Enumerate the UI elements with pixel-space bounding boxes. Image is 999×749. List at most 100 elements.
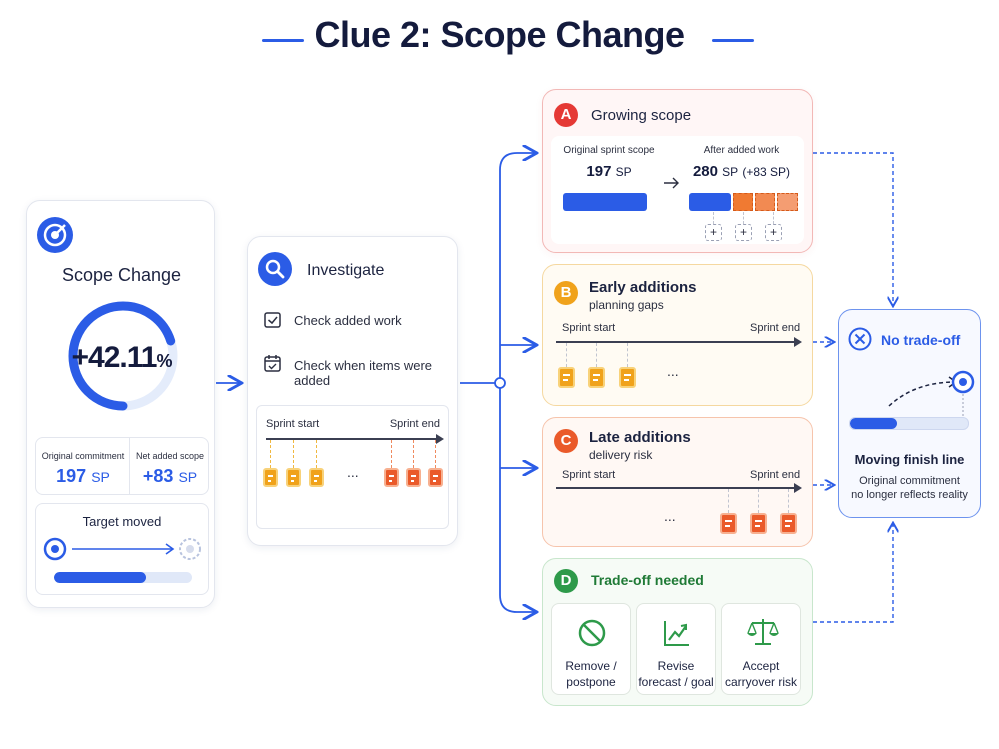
option-label: Remove / postpone bbox=[552, 658, 630, 690]
original-commitment-number: 197 bbox=[56, 466, 87, 486]
connector-dash bbox=[773, 212, 774, 224]
work-item-icon bbox=[309, 468, 324, 487]
work-item-icon bbox=[619, 367, 636, 388]
original-sprint-scope-label: Original sprint scope bbox=[563, 145, 655, 156]
plus-icon: + bbox=[765, 224, 782, 241]
item-marker-line bbox=[566, 343, 567, 367]
connector-dash bbox=[743, 212, 744, 224]
unit-sp: SP bbox=[178, 469, 198, 485]
check-added-work: Check added work bbox=[294, 313, 402, 328]
letter-a-badge: A bbox=[554, 103, 578, 127]
original-commitment-value: 197 SP bbox=[38, 466, 128, 487]
investigate-timeline-box: Sprint start Sprint end ... bbox=[256, 405, 449, 529]
letter-c-badge: C bbox=[554, 429, 578, 453]
target-moved-arrow bbox=[43, 537, 201, 561]
early-additions-subheading: planning gaps bbox=[589, 298, 664, 312]
original-scope-number: 197 bbox=[586, 163, 612, 180]
work-item-icon bbox=[588, 367, 605, 388]
item-marker-line bbox=[391, 440, 392, 468]
original-sprint-scope-value: 197 SP bbox=[559, 163, 659, 180]
early-additions-card: B Early additions planning gaps Sprint s… bbox=[542, 264, 813, 406]
option-line: Remove / bbox=[565, 659, 617, 673]
growing-scope-heading: Growing scope bbox=[591, 107, 692, 124]
net-added-number: +83 bbox=[142, 466, 174, 486]
after-added-work-label: After added work bbox=[703, 145, 780, 156]
option-line: forecast / goal bbox=[638, 675, 714, 689]
item-marker-line bbox=[435, 440, 436, 468]
timeline-arrow bbox=[436, 434, 444, 444]
letter-d-badge: D bbox=[554, 569, 578, 593]
trend-chart-icon bbox=[664, 621, 689, 646]
calendar-check-icon bbox=[264, 355, 281, 372]
scope-comparison-panel: Original sprint scope 197 SP After added… bbox=[551, 136, 804, 244]
after-scope-delta: (+83 SP) bbox=[742, 165, 791, 179]
work-item-icon bbox=[780, 513, 797, 534]
late-additions-card: C Late additions delivery risk Sprint st… bbox=[542, 417, 813, 547]
item-marker-line bbox=[728, 489, 729, 513]
title-line-right bbox=[712, 39, 754, 42]
item-marker-line bbox=[316, 440, 317, 468]
timeline-start-label: Sprint start bbox=[562, 322, 616, 334]
scope-change-value: +42.11% bbox=[27, 341, 216, 375]
timeline-end-label: Sprint end bbox=[389, 418, 440, 430]
accept-risk-option: Accept carryover risk bbox=[721, 603, 801, 695]
title-line-left bbox=[262, 39, 304, 42]
work-item-icon bbox=[406, 468, 421, 487]
scope-change-ring bbox=[68, 301, 178, 411]
connector-dash bbox=[713, 212, 714, 224]
work-item-icon bbox=[428, 468, 443, 487]
trade-off-card: D Trade-off needed Remove / postpone Revi… bbox=[542, 558, 813, 706]
item-marker-line bbox=[270, 440, 271, 468]
option-line: Accept bbox=[742, 659, 780, 673]
trade-off-heading: Trade-off needed bbox=[591, 572, 704, 588]
divider bbox=[129, 438, 130, 494]
option-line: postpone bbox=[566, 675, 616, 689]
unit-sp: SP bbox=[722, 165, 739, 179]
timeline-end-label: Sprint end bbox=[750, 322, 801, 334]
item-marker-line bbox=[596, 343, 597, 367]
work-item-icon bbox=[720, 513, 737, 534]
work-item-icon bbox=[286, 468, 301, 487]
item-marker-line bbox=[293, 440, 294, 468]
timeline-start-label: Sprint start bbox=[562, 469, 616, 481]
target-moved-box: Target moved bbox=[35, 503, 209, 595]
ellipsis: ... bbox=[664, 508, 676, 524]
work-item-icon bbox=[263, 468, 278, 487]
desc-line: Original commitment bbox=[859, 475, 960, 487]
no-tradeoff-progress-fill bbox=[850, 418, 898, 429]
net-added-value: +83 SP bbox=[131, 466, 209, 487]
plus-icon: + bbox=[735, 224, 752, 241]
late-additions-heading: Late additions bbox=[589, 429, 691, 446]
net-added-label: Net added scope bbox=[135, 451, 205, 461]
work-item-icon bbox=[384, 468, 399, 487]
work-item-icon bbox=[750, 513, 767, 534]
checkbox-icon bbox=[264, 312, 281, 328]
growing-scope-card: A Growing scope Original sprint scope 19… bbox=[542, 89, 813, 253]
after-added-work-value: 280 SP (+83 SP) bbox=[679, 163, 804, 180]
ellipsis: ... bbox=[347, 464, 359, 480]
investigate-card: Investigate Check added work Check when … bbox=[247, 236, 458, 546]
desc-line: no longer reflects reality bbox=[851, 489, 968, 501]
plus-icon: + bbox=[705, 224, 722, 241]
option-line: carryover risk bbox=[724, 675, 797, 689]
remove-postpone-option: Remove / postpone bbox=[551, 603, 631, 695]
prohibited-icon bbox=[578, 619, 606, 647]
scales-icon bbox=[747, 619, 779, 645]
moving-finish-line-title: Moving finish line bbox=[854, 452, 965, 467]
revise-forecast-option: Revise forecast / goal bbox=[636, 603, 716, 695]
target-icon bbox=[37, 217, 73, 253]
option-line: Revise bbox=[657, 659, 695, 673]
added-scope-block bbox=[777, 193, 798, 211]
after-scope-bar-original bbox=[689, 193, 731, 211]
ellipsis: ... bbox=[667, 363, 679, 379]
scope-change-heading: Scope Change bbox=[61, 265, 182, 285]
item-marker-line bbox=[627, 343, 628, 367]
target-moved-label: Target moved bbox=[82, 514, 162, 529]
work-item-icon bbox=[558, 367, 575, 388]
investigate-heading: Investigate bbox=[307, 262, 385, 279]
after-scope-number: 280 bbox=[692, 163, 718, 180]
option-label: Accept carryover risk bbox=[722, 658, 800, 690]
late-additions-subheading: delivery risk bbox=[589, 448, 653, 462]
added-scope-block bbox=[755, 193, 775, 211]
item-marker-line bbox=[788, 489, 789, 513]
